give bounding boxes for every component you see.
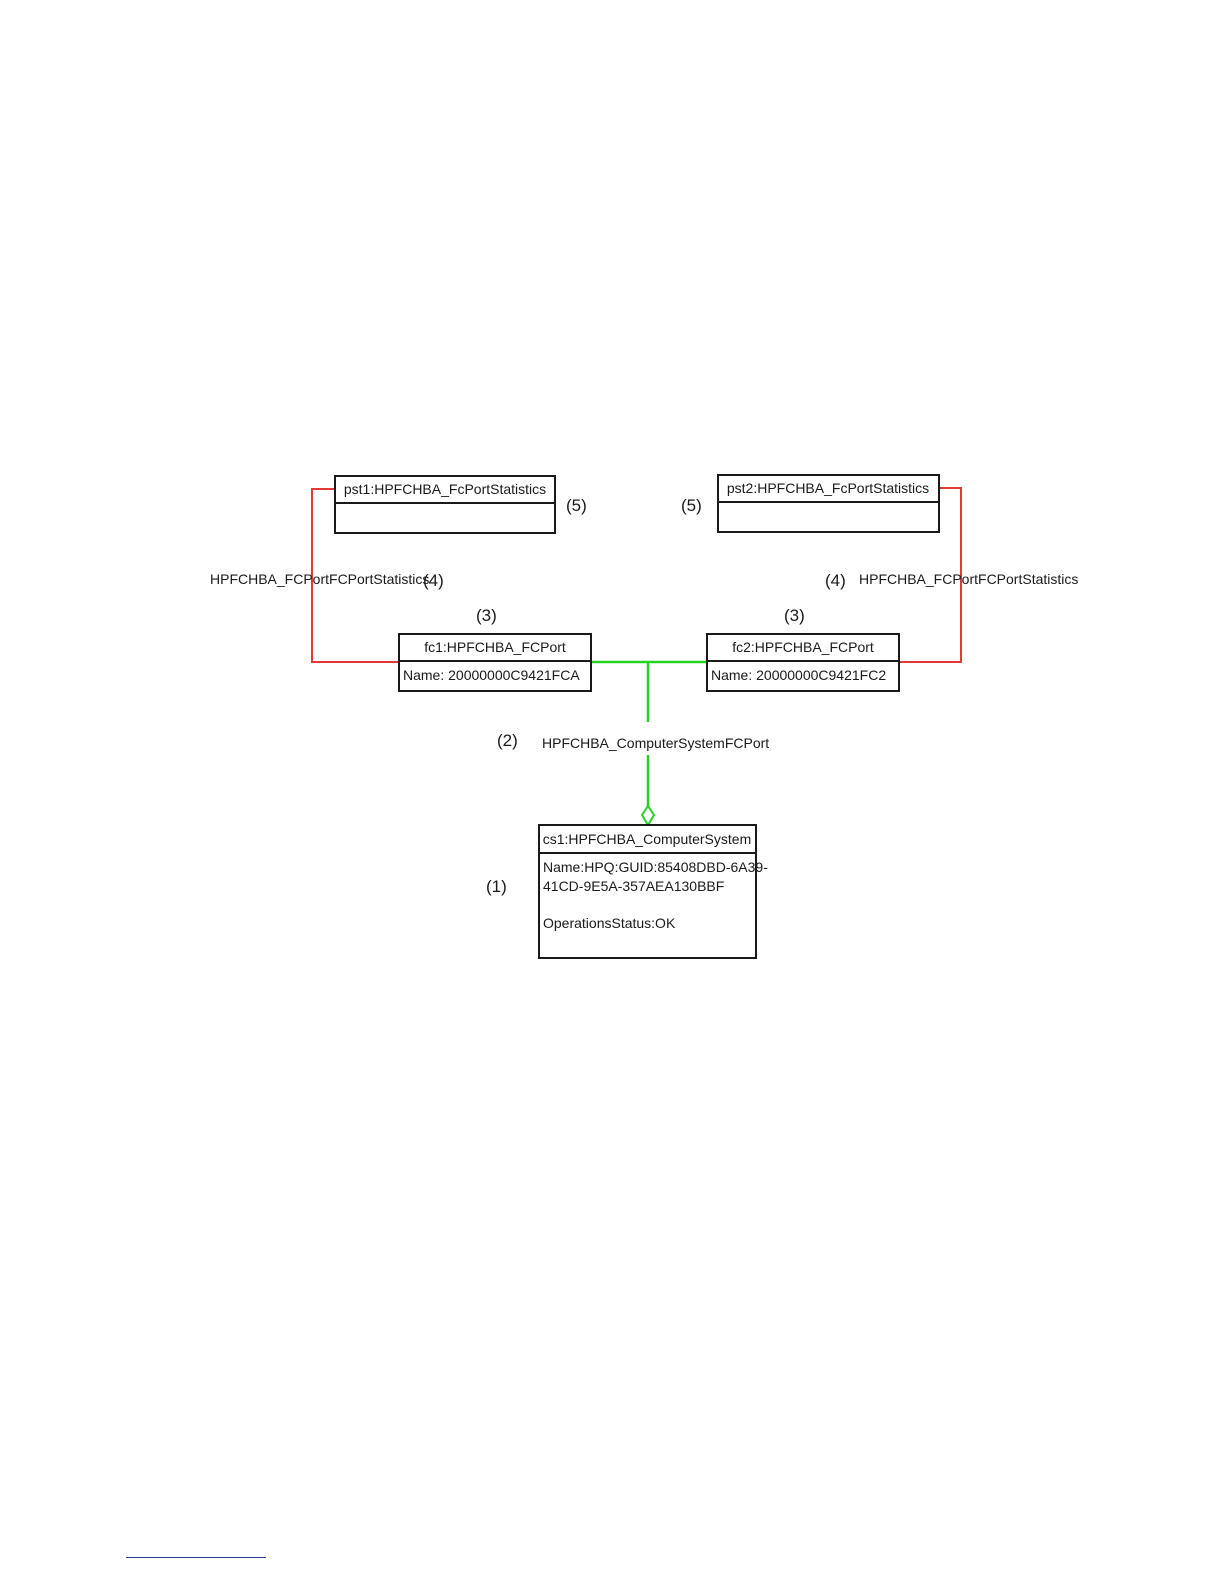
fc1-name-attribute: Name: 20000000C9421FCA <box>403 667 580 683</box>
pst1-object-box: pst1:HPFCHBA_FcPortStatistics <box>334 475 556 534</box>
pst2-object-box: pst2:HPFCHBA_FcPortStatistics <box>717 474 940 533</box>
pst1-callout: (5) <box>566 496 587 515</box>
aggregation-diamond <box>640 804 656 827</box>
cs1-title: cs1:HPFCHBA_ComputerSystem <box>543 831 752 847</box>
computer-system-port-association-callout: (2) <box>497 731 518 750</box>
fc2-title: fc2:HPFCHBA_FCPort <box>732 639 874 655</box>
pst2-callout: (5) <box>681 496 702 515</box>
cs1-object-box: cs1:HPFCHBA_ComputerSystem Name:HPQ:GUID… <box>538 824 768 959</box>
footnote-rule <box>126 1557 266 1558</box>
pst1-title: pst1:HPFCHBA_FcPortStatistics <box>344 481 546 497</box>
cs1-name-attribute-line1: Name:HPQ:GUID:85408DBD-6A39- <box>543 859 768 875</box>
fc1-object-box: fc1:HPFCHBA_FCPort Name: 20000000C9421FC… <box>398 633 592 692</box>
fc2-name-attribute: Name: 20000000C9421FC2 <box>711 667 886 683</box>
left-statistics-association-line <box>311 488 399 663</box>
cs1-name-attribute-line2: 41CD-9E5A-357AEA130BBF <box>543 878 724 894</box>
cs1-callout: (1) <box>486 877 507 896</box>
right-statistics-association-callout: (4) <box>825 571 846 590</box>
right-statistics-association-label: HPFCHBA_FCPortFCPortStatistics <box>859 571 1078 587</box>
cs1-operations-status-attribute: OperationsStatus:OK <box>543 915 676 931</box>
left-statistics-association-label: HPFCHBA_FCPortFCPortStatistics <box>210 571 429 587</box>
computer-system-port-association-label: HPFCHBA_ComputerSystemFCPort <box>542 735 769 751</box>
right-statistics-association-line <box>899 487 962 663</box>
fc2-callout: (3) <box>784 606 805 625</box>
left-statistics-association-callout: (4) <box>423 571 444 590</box>
fc1-callout: (3) <box>476 606 497 625</box>
fc2-object-box: fc2:HPFCHBA_FCPort Name: 20000000C9421FC… <box>706 633 900 692</box>
pst2-title: pst2:HPFCHBA_FcPortStatistics <box>727 480 929 496</box>
fc1-title: fc1:HPFCHBA_FCPort <box>424 639 566 655</box>
